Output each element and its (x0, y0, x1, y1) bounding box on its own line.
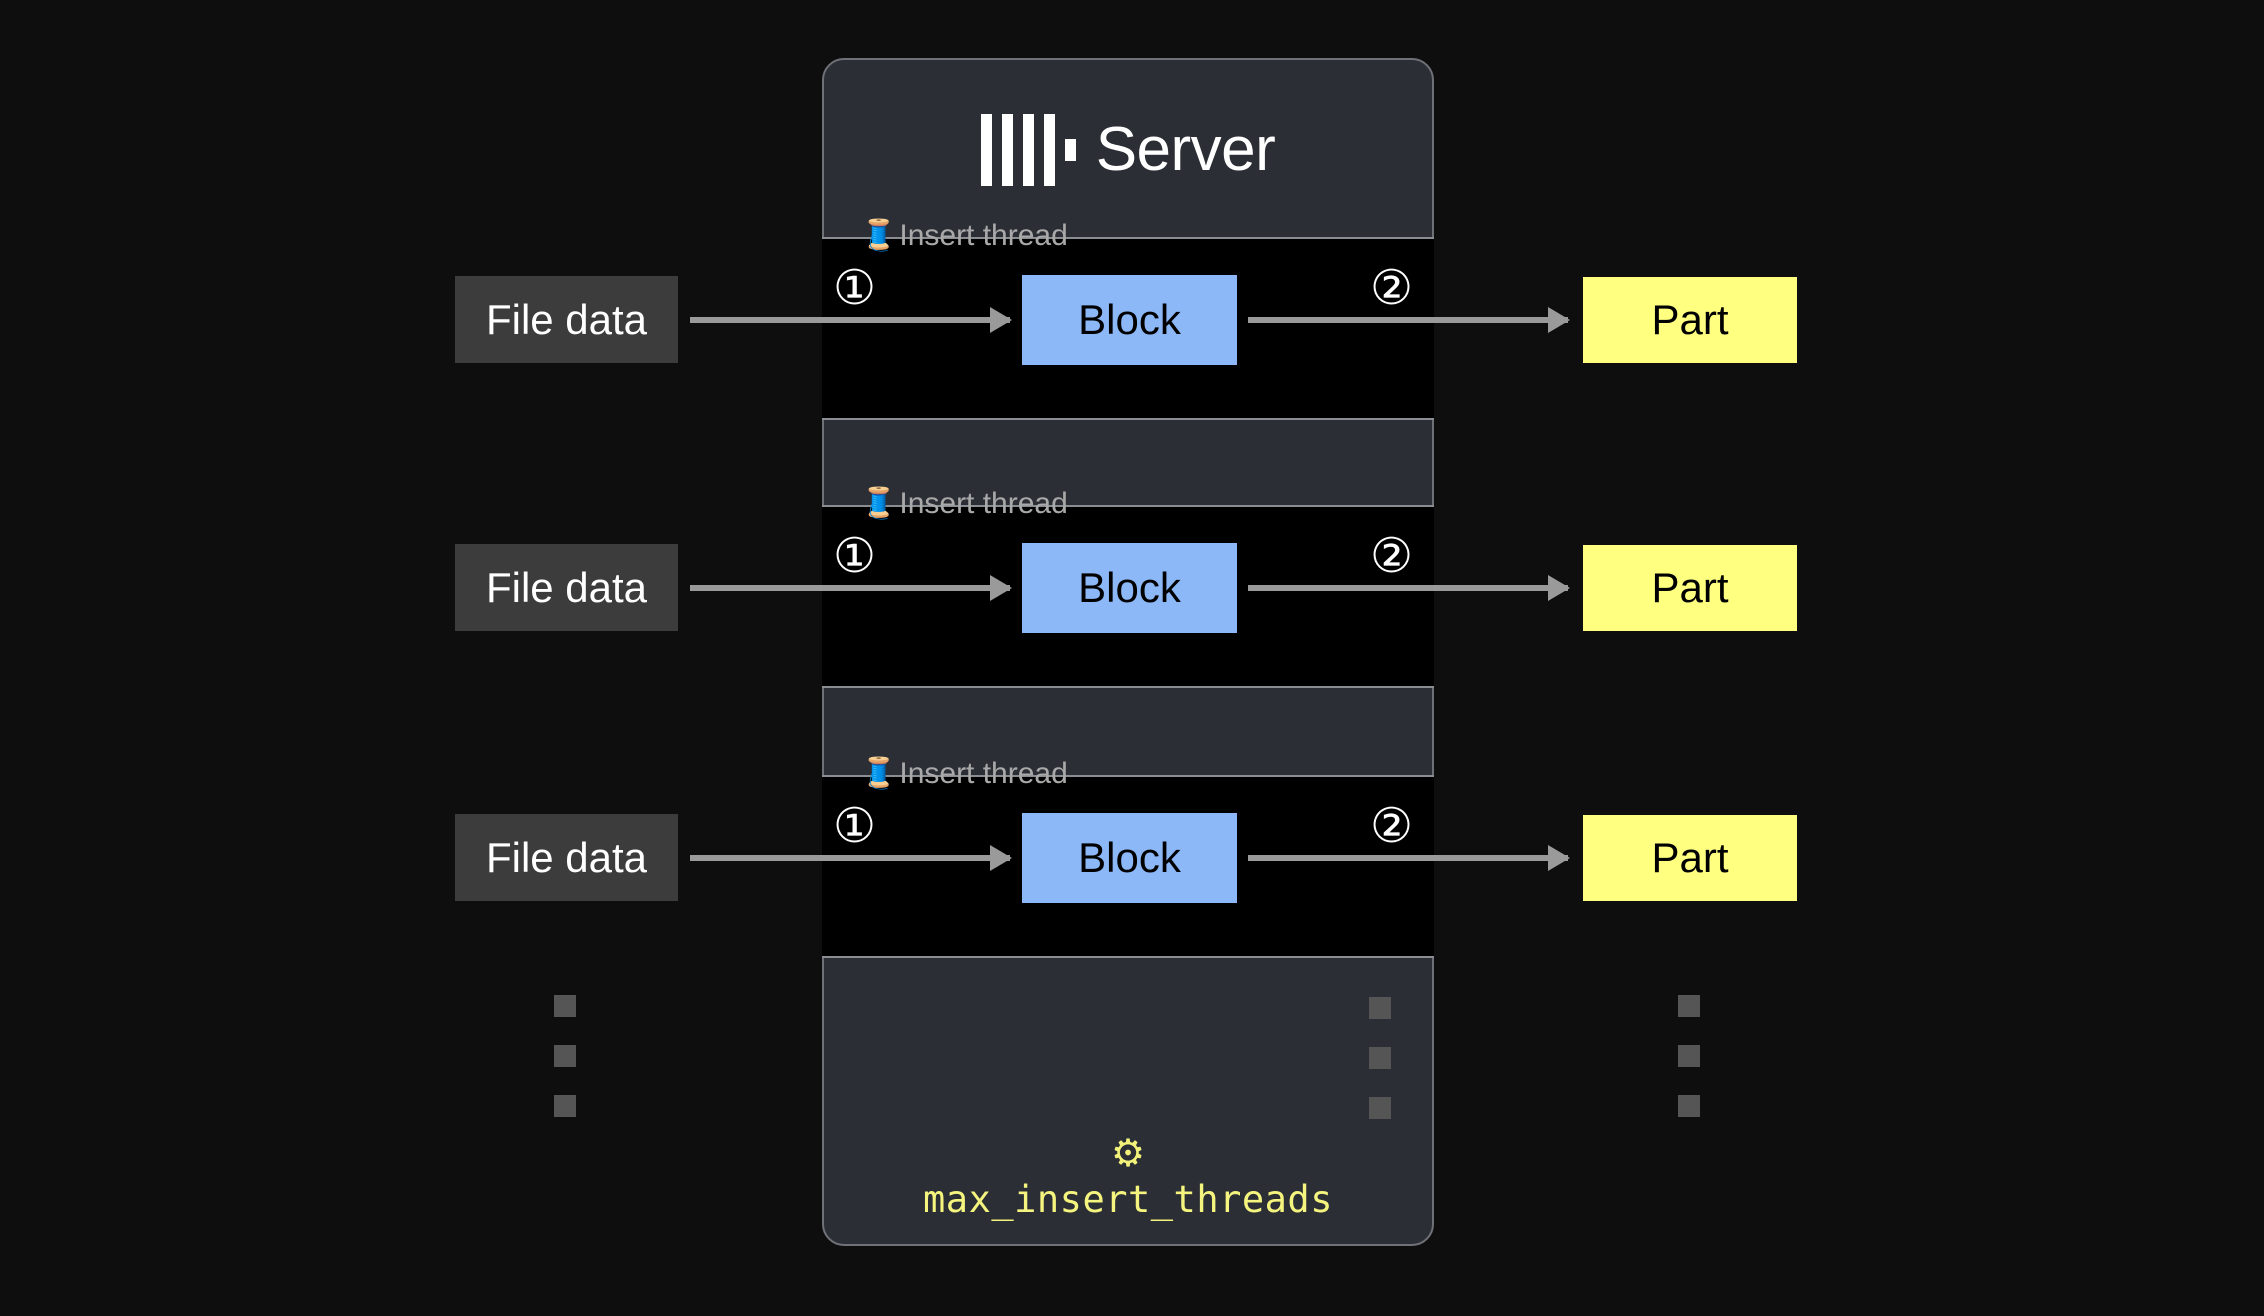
logo-bar (980, 113, 992, 186)
logo-bar (1043, 113, 1055, 186)
arrow-file-to-block-3 (690, 845, 1012, 871)
thread-spool-icon: 🧵 (860, 757, 898, 790)
file-data-box-3: File data (455, 814, 678, 901)
ellipsis-dot (1678, 1045, 1700, 1067)
continuation-dots-right (1678, 995, 1700, 1117)
insert-thread-text: Insert thread (899, 757, 1068, 790)
server-header: Server (824, 60, 1432, 239)
setting-name-label: max_insert_threads (923, 1178, 1333, 1221)
part-box-1: Part (1583, 277, 1797, 363)
insert-thread-text: Insert thread (899, 219, 1068, 252)
insert-thread-label-3: 🧵 Insert thread (860, 757, 1068, 791)
file-data-label: File data (485, 833, 648, 881)
step-marker-2-row3: ② (1370, 800, 1414, 853)
part-box-3: Part (1583, 815, 1797, 901)
ellipsis-dot (554, 1045, 576, 1067)
block-box-2: Block (1022, 543, 1237, 633)
thread-spool-icon: 🧵 (860, 219, 898, 252)
logo-dot (1064, 138, 1076, 161)
step-marker-1-row3: ① (833, 800, 877, 853)
clickhouse-logo-icon (980, 113, 1076, 186)
logo-bar (1022, 113, 1034, 186)
insert-thread-band-1 (822, 237, 1434, 420)
block-label: Block (1078, 834, 1181, 881)
continuation-dots-left (554, 995, 576, 1117)
step-marker-1-row1: ① (833, 262, 877, 315)
insert-thread-label-1: 🧵 Insert thread (860, 219, 1068, 253)
max-insert-threads-setting: ⚙ max_insert_threads (824, 1135, 1432, 1218)
arrow-block-to-part-3 (1248, 845, 1570, 871)
ellipsis-dot (1369, 1097, 1391, 1119)
logo-bars (980, 113, 1055, 186)
step-marker-1-row2: ① (833, 530, 877, 583)
step-marker-2-row2: ② (1370, 530, 1414, 583)
file-data-label: File data (485, 295, 648, 343)
ellipsis-dot (1678, 1095, 1700, 1117)
block-box-1: Block (1022, 275, 1237, 365)
ellipsis-dot (554, 995, 576, 1017)
block-box-3: Block (1022, 813, 1237, 903)
arrow-file-to-block-2 (690, 575, 1012, 601)
part-label: Part (1651, 834, 1729, 881)
file-data-box-2: File data (455, 544, 678, 631)
ellipsis-dot (1678, 995, 1700, 1017)
logo-bar (1001, 113, 1013, 186)
arrow-block-to-part-2 (1248, 575, 1570, 601)
part-box-2: Part (1583, 545, 1797, 631)
file-data-box-1: File data (455, 276, 678, 363)
gear-icon: ⚙ (1110, 1133, 1146, 1175)
file-data-label: File data (485, 563, 648, 611)
insert-thread-text: Insert thread (899, 487, 1068, 520)
arrow-file-to-block-1 (690, 307, 1012, 333)
insert-thread-label-2: 🧵 Insert thread (860, 487, 1068, 521)
block-label: Block (1078, 296, 1181, 343)
server-panel: Server ⚙ max_insert_threads (822, 58, 1434, 1246)
server-title: Server (1095, 114, 1276, 184)
ellipsis-dot (1369, 1047, 1391, 1069)
thread-spool-icon: 🧵 (860, 487, 898, 520)
block-label: Block (1078, 564, 1181, 611)
step-marker-2-row1: ② (1370, 262, 1414, 315)
part-label: Part (1651, 564, 1729, 611)
ellipsis-dot (1369, 997, 1391, 1019)
ellipsis-dot (554, 1095, 576, 1117)
continuation-dots-middle (1369, 997, 1391, 1119)
part-label: Part (1651, 296, 1729, 343)
arrow-block-to-part-1 (1248, 307, 1570, 333)
